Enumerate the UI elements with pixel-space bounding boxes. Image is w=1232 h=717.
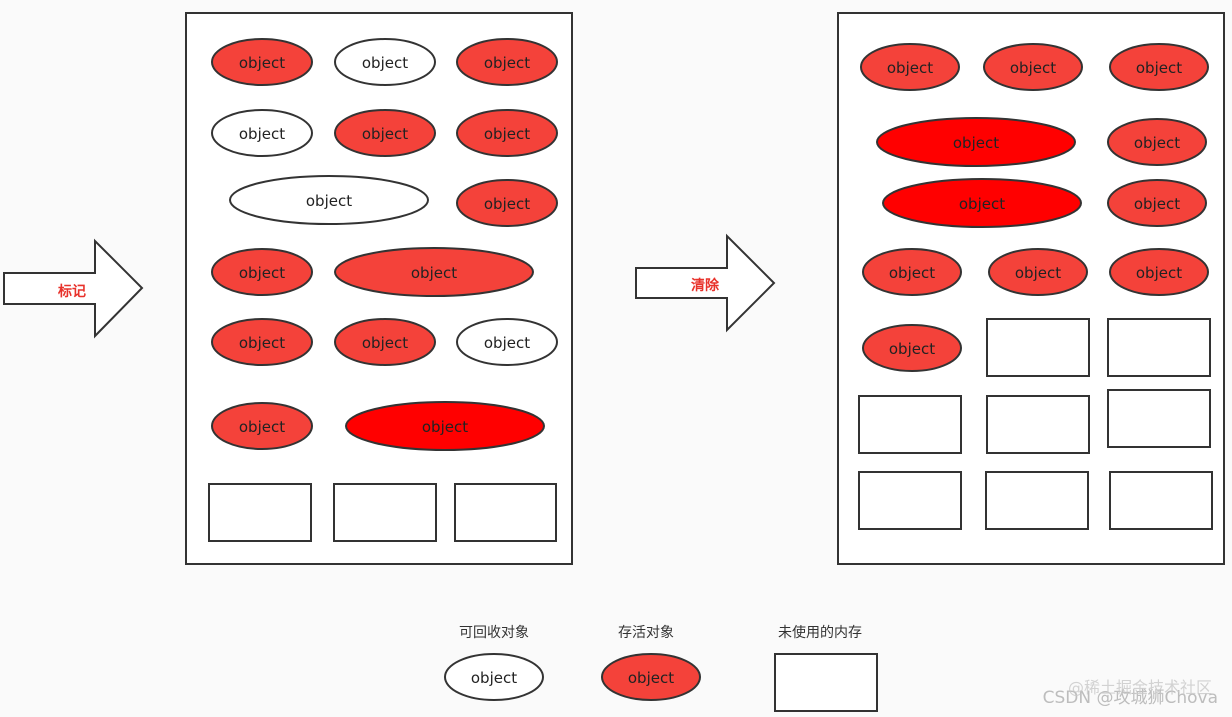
heap-panel-before-sweep: object object object object object objec… <box>185 12 573 565</box>
free-memory-block <box>1109 471 1213 530</box>
free-memory-block <box>986 318 1090 377</box>
heap-object: object <box>211 318 313 366</box>
watermark-text: CSDN @攻城狮Chova <box>1043 688 1218 708</box>
object-label: object <box>628 669 674 687</box>
object-label: object <box>239 264 285 282</box>
sweep-arrow: 清除 <box>635 233 776 333</box>
heap-object: object <box>456 109 558 157</box>
object-label: object <box>239 418 285 436</box>
object-label: object <box>362 334 408 352</box>
free-memory-block <box>858 471 962 530</box>
heap-object: object <box>456 38 558 86</box>
heap-object: object <box>988 248 1088 296</box>
object-label: object <box>1134 134 1180 152</box>
free-memory-block <box>858 395 962 454</box>
object-label: object <box>953 134 999 152</box>
object-label: object <box>1136 59 1182 77</box>
heap-object: object <box>882 178 1082 228</box>
legend-unused: 未使用的内存 <box>774 624 878 712</box>
heap-object: object <box>229 175 429 225</box>
watermark-overlay-text: @稀土掘金技术社区 <box>1068 678 1212 697</box>
free-memory-block <box>454 483 557 542</box>
free-memory-block <box>774 653 878 712</box>
object-label: object <box>239 54 285 72</box>
free-memory-block <box>1107 389 1211 448</box>
heap-object: object <box>456 179 558 227</box>
free-memory-block <box>208 483 312 542</box>
object-label: object <box>889 264 935 282</box>
object-label: object <box>1134 195 1180 213</box>
object-label: object <box>471 669 517 687</box>
object-label: object <box>1010 59 1056 77</box>
object-label: object <box>484 334 530 352</box>
legend-alive-label: 存活对象 <box>618 625 674 641</box>
legend: 可回收对象 object 存活对象 object 未使用的内存 <box>444 624 878 712</box>
object-label: object <box>411 264 457 282</box>
heap-object: object <box>456 318 558 366</box>
object-label: object <box>887 59 933 77</box>
heap-object: object <box>876 117 1076 167</box>
heap-object: object <box>334 318 436 366</box>
legend-alive: 存活对象 object <box>601 625 701 701</box>
heap-object: object <box>334 247 534 297</box>
object-label: object <box>889 340 935 358</box>
heap-object: object <box>211 109 313 157</box>
heap-object: object <box>860 43 960 91</box>
mark-arrow: 标记 <box>3 238 144 339</box>
free-memory-block <box>985 471 1089 530</box>
object-label: object <box>362 125 408 143</box>
object-label: object <box>484 125 530 143</box>
object-label: object <box>362 54 408 72</box>
heap-panel-after-sweep: object object object object object objec… <box>837 12 1225 565</box>
heap-object: object <box>1107 179 1207 227</box>
sweep-arrow-label: 清除 <box>691 277 720 294</box>
heap-object: object <box>862 248 962 296</box>
object-label: object <box>422 418 468 436</box>
watermark: CSDN @攻城狮Chova @稀土掘金技术社区 <box>1043 678 1218 708</box>
heap-object: object <box>345 401 545 451</box>
sweep-arrow-shape <box>635 233 776 333</box>
legend-recyclable-label: 可回收对象 <box>459 625 529 641</box>
heap-object: object <box>211 38 313 86</box>
heap-object: object <box>983 43 1083 91</box>
heap-object: object <box>1107 118 1207 166</box>
object-label: object <box>239 125 285 143</box>
object-label: object <box>239 334 285 352</box>
heap-object: object <box>1109 248 1209 296</box>
object-label: object <box>484 54 530 72</box>
legend-unused-label: 未使用的内存 <box>778 624 862 641</box>
object-label: object <box>1015 264 1061 282</box>
heap-object: object <box>334 38 436 86</box>
heap-object: object <box>1109 43 1209 91</box>
mark-arrow-label: 标记 <box>57 283 86 300</box>
object-label: object <box>1136 264 1182 282</box>
free-memory-block <box>986 395 1090 454</box>
heap-object: object <box>334 109 436 157</box>
object-label: object <box>306 192 352 210</box>
free-memory-block <box>1107 318 1211 377</box>
free-memory-block <box>333 483 437 542</box>
object-label: object <box>959 195 1005 213</box>
object-label: object <box>484 195 530 213</box>
legend-recyclable: 可回收对象 object <box>444 625 544 701</box>
heap-object: object <box>211 248 313 296</box>
mark-arrow-shape <box>3 238 144 339</box>
heap-object: object <box>211 402 313 450</box>
heap-object: object <box>862 324 962 372</box>
